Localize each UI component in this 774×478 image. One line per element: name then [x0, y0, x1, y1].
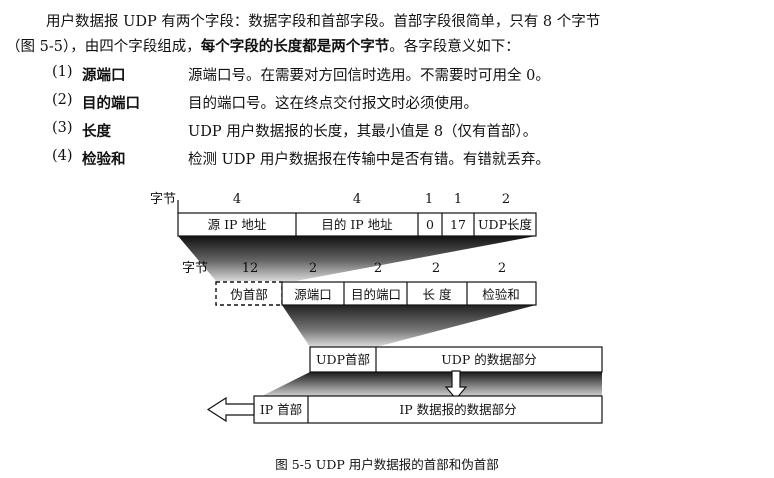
dest-ip-cell: 目的 IP 地址: [321, 217, 393, 232]
field-description: UDP 用户数据报的长度，其最小值是 8（仅有首部）。: [188, 124, 538, 140]
udp-length-cell: UDP长度: [478, 217, 532, 232]
source-port-cell: 源端口: [294, 287, 332, 302]
second-size-label: 2: [374, 261, 382, 276]
field-name: 源端口: [82, 68, 126, 84]
intro-line-1: 用户数据报 UDP 有两个字段：数据字段和首部字段。首部字段很简单，只有 8 个…: [46, 14, 601, 30]
source-ip-cell: 源 IP 地址: [208, 217, 267, 232]
field-name: 长度: [82, 124, 111, 140]
udp-data-cell: UDP 的数据部分: [441, 352, 536, 367]
ip-header-cell: IP 首部: [260, 402, 302, 417]
low-row-shading: [262, 372, 602, 396]
left-arrow-icon: [206, 396, 255, 423]
protocol-cell: 17: [450, 217, 466, 232]
zero-cell: 0: [426, 217, 434, 232]
second-size-label: 2: [432, 261, 440, 276]
length-cell: 长 度: [423, 287, 452, 302]
top-size-label: 1: [454, 192, 462, 207]
ip-data-cell: IP 数据报的数据部分: [399, 402, 516, 417]
top-row-box: [177, 212, 537, 237]
intro-line-2: （图 5-5），由四个字段组成，每个字段的长度都是两个字节。各字段意义如下：: [6, 35, 770, 60]
mid-row-shading: [282, 305, 536, 347]
top-size-label: 1: [425, 192, 433, 207]
top-row-shading: [178, 236, 536, 281]
top-unit-label: 字节: [150, 192, 176, 207]
pseudo-header-cell: 伪首部: [230, 287, 268, 302]
udp-datagram-box: [309, 346, 603, 373]
field-number: (4): [52, 148, 73, 164]
intro-line-2-start: （图 5-5），由四个字段组成，: [6, 39, 201, 55]
intro-line-2-bold: 每个字段的长度都是两个字节: [200, 39, 390, 55]
field-name: 检验和: [82, 152, 126, 168]
top-size-label: 2: [502, 192, 510, 207]
field-number: (3): [52, 120, 73, 136]
field-description: 源端口号。在需要对方回信时选用。不需要时可用全 0。: [188, 68, 550, 84]
second-size-label: 12: [242, 261, 259, 276]
field-number: (2): [52, 92, 73, 108]
field-name: 目的端口: [82, 96, 140, 112]
intro-paragraph: 用户数据报 UDP 有两个字段：数据字段和首部字段。首部字段很简单，只有 8 个…: [6, 10, 770, 60]
second-size-label: 2: [498, 261, 506, 276]
figure-caption: 图 5-5 UDP 用户数据报的首部和伪首部: [275, 457, 499, 472]
field-description: 目的端口号。这在终点交付报文时必须使用。: [188, 96, 478, 112]
ip-datagram-box: [253, 395, 603, 424]
udp-header-cell: UDP首部: [316, 352, 370, 367]
second-size-label: 2: [309, 261, 317, 276]
dest-port-cell: 目的端口: [351, 287, 401, 302]
second-unit-label: 字节: [182, 261, 208, 276]
checksum-cell: 检验和: [482, 287, 520, 302]
top-size-label: 4: [233, 192, 241, 207]
down-arrow-icon: [444, 370, 468, 400]
field-number: (1): [52, 64, 73, 80]
intro-line-2-end: 。各字段意义如下：: [389, 39, 520, 55]
field-description: 检测 UDP 用户数据报在传输中是否有错。有错就丢弃。: [188, 152, 550, 168]
udp-header-fields-box: [281, 281, 537, 306]
top-size-label: 4: [353, 192, 361, 207]
